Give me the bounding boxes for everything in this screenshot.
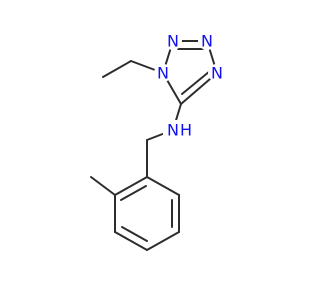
bond-ring-c4-c5	[146, 231, 180, 251]
bond-ring-c1-c2	[114, 176, 148, 196]
molecule-diagram: N N N N N H	[90, 31, 226, 251]
atom-n3: N	[201, 32, 213, 51]
bond-n4-c5-inner	[181, 70, 211, 95]
bond-ring-methyl	[90, 176, 116, 196]
bond-ring-c6-c1	[146, 176, 180, 196]
benzene-ring	[114, 176, 180, 251]
atom-n4: N	[211, 64, 223, 83]
ethyl-group	[102, 60, 164, 78]
atom-labels: N N N N N H	[154, 32, 226, 140]
bond-ring-double-1	[120, 185, 147, 201]
atom-nh-h: H	[180, 121, 192, 140]
bond-ring-double-2	[121, 226, 148, 242]
atom-nh-n: N	[167, 121, 179, 140]
molecule-structure: N N N N N H	[90, 31, 226, 251]
amine-linker	[146, 103, 182, 178]
bond-ring-c3-c4	[114, 231, 148, 251]
methyl-group	[90, 176, 116, 196]
atom-n1: N	[157, 64, 169, 83]
atom-n2: N	[167, 32, 179, 51]
bond-ch2-ch3	[102, 60, 132, 78]
